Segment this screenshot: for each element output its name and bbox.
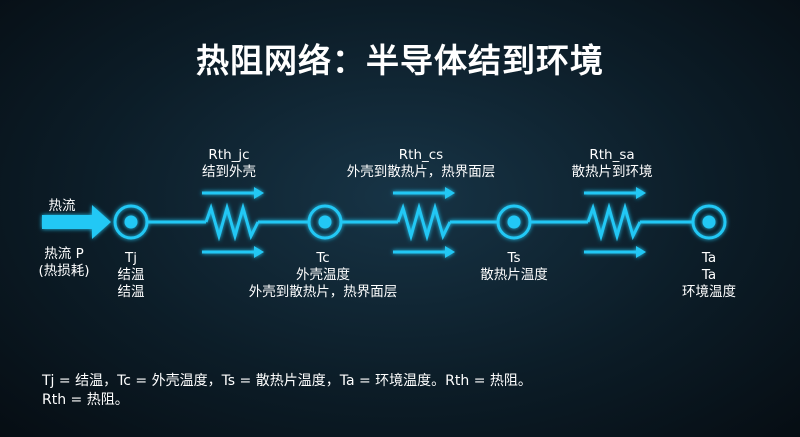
resistor-label-rth-jc: Rth_jc 结到外壳	[202, 147, 256, 181]
footnote: Tj = 结温，Tc = 外壳温度，Ts = 散热片温度，Ta = 环境温度。R…	[42, 372, 532, 410]
node-symbol: Ta	[701, 250, 717, 266]
resistor-desc: 结到外壳	[202, 164, 256, 180]
node-desc-line: 外壳温度	[296, 267, 350, 283]
node-desc-line: 结温	[117, 284, 145, 300]
resistor-label-rth-cs: Rth_cs 外壳到散热片，热界面层	[347, 147, 496, 181]
node-ts	[496, 204, 532, 240]
node-desc-line: 散热片温度	[480, 267, 548, 283]
footnote-line-1: Tj = 结温，Tc = 外壳温度，Ts = 散热片温度，Ta = 环境温度。R…	[42, 373, 532, 389]
node-ts-dot	[507, 215, 521, 229]
node-label-ta: Ta Ta 环境温度	[682, 250, 736, 301]
resistor-name: Rth_jc	[208, 147, 250, 163]
resistor-desc: 散热片到环境	[571, 164, 653, 180]
node-tc-dot	[318, 215, 332, 229]
node-desc-line: 环境温度	[682, 284, 736, 300]
node-symbol: Ts	[507, 250, 521, 266]
node-desc-line: 外壳到散热片，热界面层	[248, 284, 398, 300]
resistor-rth-cs	[396, 202, 452, 242]
flow-arrow-sa-bottom-head	[636, 246, 646, 258]
resistor-rth-sa	[586, 202, 642, 242]
heat-flow-arrow-head	[92, 205, 111, 239]
node-symbol: Tc	[316, 250, 330, 266]
node-desc-line: Ta	[701, 267, 717, 283]
node-desc-line: 结温	[117, 267, 145, 283]
flow-arrow-jc-bottom-head	[254, 246, 264, 258]
node-ta	[691, 204, 727, 240]
resistor-name: Rth_cs	[398, 147, 444, 163]
heat-flow-source-sub: (热损耗)	[38, 263, 90, 279]
flow-arrow-cs-top-head	[445, 187, 455, 199]
footnote-line-2: Rth = 热阻。	[42, 392, 129, 408]
heat-flow-arrow-shaft	[42, 215, 94, 229]
node-symbol: Tj	[125, 250, 137, 266]
flow-arrow-cs-bottom-head	[445, 246, 455, 258]
resistor-name: Rth_sa	[589, 147, 635, 163]
heat-flow-source-title: 热流 P	[44, 246, 84, 262]
flow-arrow-sa-top-head	[636, 187, 646, 199]
node-ta-dot	[702, 215, 716, 229]
node-tj-dot	[124, 215, 138, 229]
flow-arrow-jc-top-head	[254, 187, 264, 199]
node-label-tj: Tj 结温 结温	[118, 250, 145, 301]
resistor-desc: 外壳到散热片，热界面层	[346, 164, 496, 180]
node-label-tc: Tc 外壳温度 外壳到散热片，热界面层	[249, 250, 398, 301]
node-label-ts: Ts 散热片温度	[480, 250, 548, 284]
resistor-label-rth-sa: Rth_sa 散热片到环境	[572, 147, 653, 181]
heat-flow-source-label: 热流 P (热损耗)	[38, 246, 89, 280]
heat-flow-arrow-label: 热流	[48, 198, 76, 214]
resistor-rth-jc	[204, 202, 260, 242]
page-title: 热阻网络：半导体结到环境	[196, 41, 604, 80]
node-tc	[307, 204, 343, 240]
node-tj	[113, 204, 149, 240]
